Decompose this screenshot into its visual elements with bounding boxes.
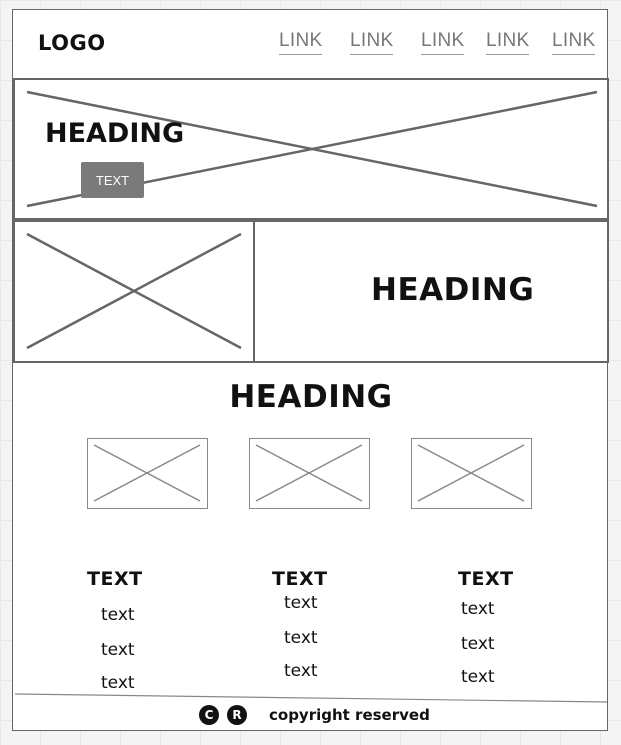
copyright-row: C R copyright reserved [199,705,430,725]
nav-link-3[interactable]: LINK [421,30,465,55]
nav-link-5[interactable]: LINK [552,30,596,55]
gallery-heading: HEADING [229,379,393,415]
footer-col-2-title: TEXT [272,568,328,590]
footer-col-2-item[interactable]: text [284,628,318,648]
footer: TEXT text text text TEXT text text text … [13,544,609,732]
gallery-thumbnail-3[interactable] [411,438,532,509]
feature-image [15,222,255,363]
nav-link-4[interactable]: LINK [486,30,530,55]
hero-heading: HEADING [45,118,185,149]
copyright-text: copyright reserved [269,706,430,724]
image-placeholder-icon [417,444,525,502]
logo[interactable]: LOGO [38,31,106,55]
image-placeholder-icon [93,444,201,502]
footer-col-3-item[interactable]: text [461,599,495,619]
nav-link-1[interactable]: LINK [279,30,323,55]
footer-col-1-item[interactable]: text [101,605,135,625]
nav-link-2[interactable]: LINK [350,30,394,55]
footer-col-3-item[interactable]: text [461,667,495,687]
hero-section: HEADING TEXT [13,78,609,220]
image-placeholder-icon [255,444,363,502]
copyright-icon: C [199,705,219,725]
footer-col-3-item[interactable]: text [461,634,495,654]
gallery-thumbnail-2[interactable] [249,438,370,509]
gallery-section: HEADING [13,363,609,544]
hero-button[interactable]: TEXT [81,162,144,198]
footer-col-1-item[interactable]: text [101,640,135,660]
footer-col-1-title: TEXT [87,568,143,590]
footer-col-3-title: TEXT [458,568,514,590]
footer-col-2-item[interactable]: text [284,661,318,681]
footer-col-1-item[interactable]: text [101,673,135,693]
registered-icon: R [227,705,247,725]
feature-heading: HEADING [371,272,535,308]
navbar: LOGO LINK LINK LINK LINK LINK [13,10,607,78]
footer-col-2-item[interactable]: text [284,593,318,613]
gallery-thumbnail-1[interactable] [87,438,208,509]
image-placeholder-icon [26,232,242,350]
footer-divider [14,693,608,703]
wireframe-page: LOGO LINK LINK LINK LINK LINK HEADING TE… [12,9,609,732]
feature-section: HEADING [13,220,609,363]
